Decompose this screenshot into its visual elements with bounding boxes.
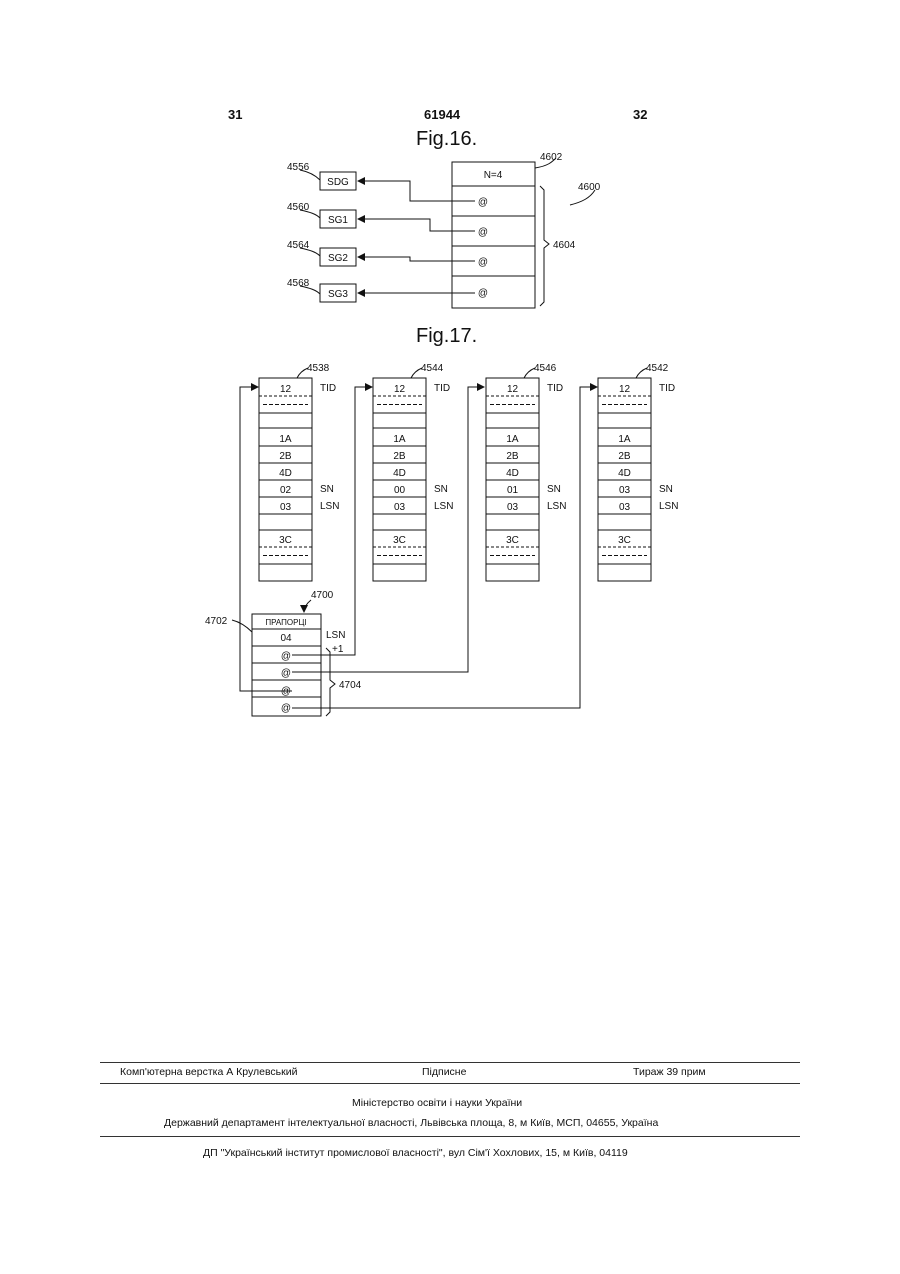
side-label-4544-lsn: LSN	[434, 501, 453, 512]
cell-4542-lsn: 03	[619, 502, 631, 513]
footer-rule-2	[100, 1083, 800, 1084]
side-label-4544-sn: SN	[434, 484, 448, 495]
ref-4704: 4704	[339, 680, 362, 691]
cell-4544-r4: 2B	[393, 451, 406, 462]
flag-ptr-1: @	[281, 651, 291, 662]
flag-ptr-3: @	[281, 686, 291, 697]
cell-4538-r3: 1A	[279, 434, 292, 445]
footer-compiler: Комп'ютерна верстка А Крулевський	[120, 1066, 297, 1078]
cell-4542-r3: 1A	[618, 434, 631, 445]
cell-4546-r4: 2B	[506, 451, 519, 462]
side-label-4546-lsn: LSN	[547, 501, 566, 512]
ref-4538: 4538	[307, 363, 330, 374]
cell-4542-sn: 03	[619, 485, 631, 496]
side-label-4546-tid: TID	[547, 383, 563, 394]
cell-4538-tid: 12	[280, 384, 292, 395]
cell-4546-sn: 01	[507, 485, 519, 496]
side-label-4542-lsn: LSN	[659, 501, 678, 512]
footer-circulation: Тираж 39 прим	[633, 1066, 706, 1078]
side-label-4542-tid: TID	[659, 383, 675, 394]
footer-rule-3	[100, 1136, 800, 1137]
flag-head: ПРАПОРЦІ	[265, 618, 306, 627]
cell-4542-r4: 2B	[618, 451, 631, 462]
cell-4546-lsn: 03	[507, 502, 519, 513]
flag-ptr-4: @	[281, 703, 291, 714]
cell-4538-r5: 4D	[279, 468, 292, 479]
flag-ptr-2: @	[281, 668, 291, 679]
ref-4544: 4544	[421, 363, 444, 374]
footer-signed: Підписне	[422, 1066, 466, 1078]
cell-4542-r9: 3C	[618, 535, 631, 546]
cell-4544-r3: 1A	[393, 434, 406, 445]
side-label-4542-sn: SN	[659, 484, 673, 495]
footer-institute: ДП "Український інститут промислової вла…	[203, 1147, 628, 1159]
cell-4544-r9: 3C	[393, 535, 406, 546]
flag-lsn-value: 04	[280, 633, 292, 644]
cell-4538-r4: 2B	[279, 451, 292, 462]
cell-4544-lsn: 03	[394, 502, 406, 513]
cell-4542-tid: 12	[619, 384, 631, 395]
ref-4700: 4700	[311, 590, 334, 601]
cell-4544-tid: 12	[394, 384, 406, 395]
footer-department: Державний департамент інтелектуальної вл…	[164, 1117, 658, 1129]
footer-rule-1	[100, 1062, 800, 1063]
flag-plus-one: +1	[332, 644, 344, 655]
footer-ministry: Міністерство освіти і науки України	[352, 1097, 522, 1109]
cell-4546-r9: 3C	[506, 535, 519, 546]
ref-4546: 4546	[534, 363, 557, 374]
side-label-4546-sn: SN	[547, 484, 561, 495]
cell-4538-r9: 3C	[279, 535, 292, 546]
side-label-4538-sn: SN	[320, 484, 334, 495]
cell-4538-sn: 02	[280, 485, 292, 496]
ref-4702: 4702	[205, 616, 228, 627]
cell-4538-lsn: 03	[280, 502, 292, 513]
side-label-4538-lsn: LSN	[320, 501, 339, 512]
cell-4546-r3: 1A	[506, 434, 519, 445]
cell-4546-tid: 12	[507, 384, 519, 395]
cell-4542-r5: 4D	[618, 468, 631, 479]
side-label-4544-tid: TID	[434, 383, 450, 394]
side-label-4538-tid: TID	[320, 383, 336, 394]
cell-4546-r5: 4D	[506, 468, 519, 479]
cell-4544-r5: 4D	[393, 468, 406, 479]
cell-4544-sn: 00	[394, 485, 406, 496]
flag-lsn-label: LSN	[326, 630, 345, 641]
ref-4542: 4542	[646, 363, 669, 374]
